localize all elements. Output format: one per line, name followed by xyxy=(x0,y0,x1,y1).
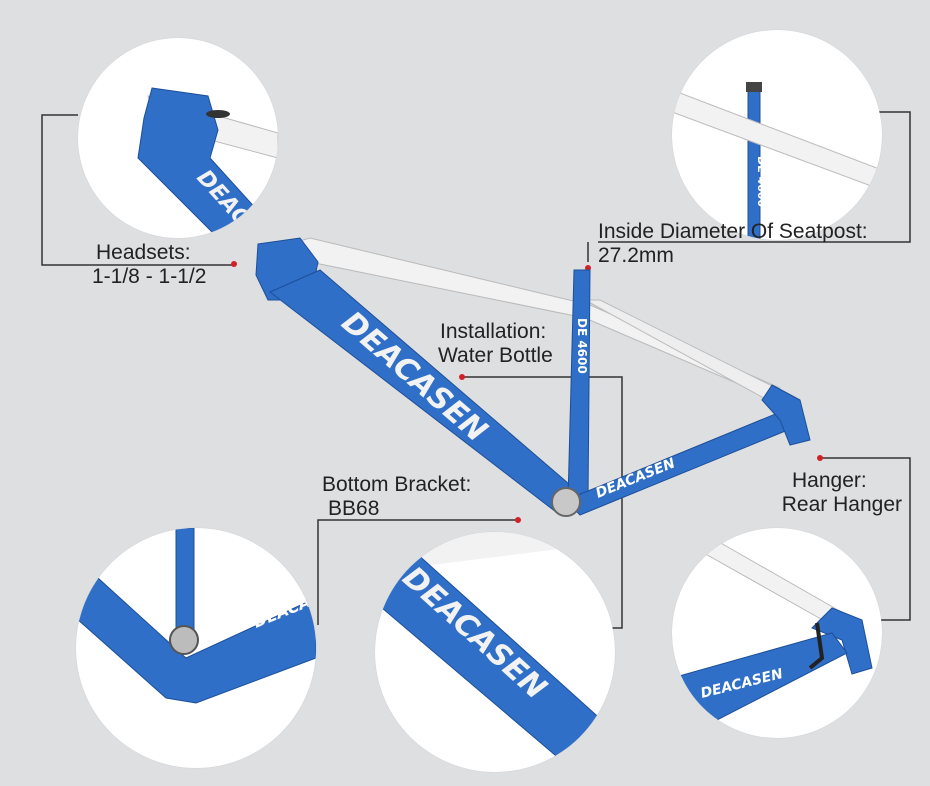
seatpost-title: Inside Diameter Of Seatpost: xyxy=(598,220,868,243)
hanger-callout: Hanger: Rear Hanger xyxy=(760,469,902,517)
headsets-marker xyxy=(231,261,237,267)
detail-circle-headset: DEACASEN xyxy=(78,38,278,238)
seatpost-leader xyxy=(598,111,911,243)
bottom-bracket-value: BB68 xyxy=(328,497,380,520)
hanger-marker xyxy=(817,455,823,461)
detail-circle-down-tube: DEACASEN xyxy=(375,532,615,772)
headsets-leader xyxy=(41,114,236,266)
detail-circle-seatpost: DE 4600 xyxy=(672,30,882,240)
bottom-bracket-leader xyxy=(317,519,520,625)
water-bottle-title: Installation: xyxy=(440,320,547,343)
seatpost-callout: Inside Diameter Of Seatpost: 27.2mm xyxy=(598,220,868,268)
seatpost-model-text: DE 4600 xyxy=(755,156,768,207)
water-bottle-value: Water Bottle xyxy=(438,344,553,367)
water-bottle-callout: Installation: Water Bottle xyxy=(438,320,553,368)
bottom-bracket-marker xyxy=(515,517,521,523)
water-bottle-marker xyxy=(459,374,465,380)
hanger-value: Rear Hanger xyxy=(781,493,902,516)
bottom-bracket-title: Bottom Bracket: xyxy=(322,473,472,496)
detail-circle-bottom-bracket: DEACASEN xyxy=(76,528,316,768)
hanger-leader xyxy=(820,457,911,621)
headsets-title: Headsets: xyxy=(96,241,191,264)
bottom-bracket-callout: Bottom Bracket: BB68 xyxy=(322,473,471,521)
headsets-value: 1-1/8 - 1-1/2 xyxy=(92,265,207,288)
detail-circle-hanger: DEACASEN xyxy=(672,528,882,738)
seat-tube-model-text: DE 4600 xyxy=(575,318,589,374)
seatpost-value: 27.2mm xyxy=(598,244,674,267)
hanger-title: Hanger: xyxy=(792,469,867,492)
headsets-callout: Headsets: 1-1/8 - 1-1/2 xyxy=(92,241,206,289)
